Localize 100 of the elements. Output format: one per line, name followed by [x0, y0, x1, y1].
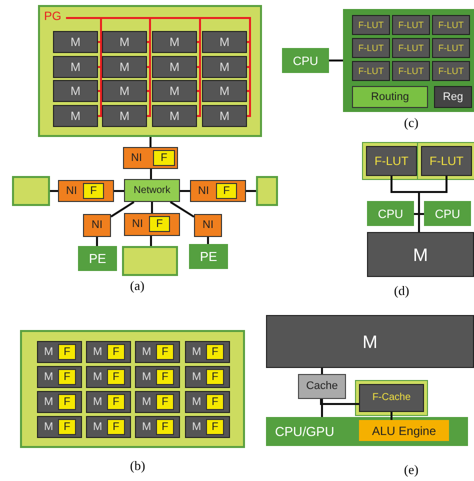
panel-label: (a) [130, 278, 144, 294]
block-label: M [142, 396, 152, 408]
routing-block: Routing [352, 86, 428, 108]
f-lut-block: F-LUT [432, 38, 470, 58]
block-label: M [142, 372, 152, 382]
block-label: M [192, 422, 202, 432]
f-block: F [156, 369, 174, 385]
connector-line [150, 236, 152, 246]
ni-block [190, 180, 246, 202]
memory-block [135, 416, 180, 438]
connector-line [170, 201, 195, 218]
block-label: M [44, 372, 54, 382]
ni-block [123, 147, 178, 169]
f-lut-block: F-LUT [392, 15, 430, 35]
f-block: F [83, 183, 104, 199]
cache-block: Cache [298, 374, 346, 399]
f-block: F [107, 419, 125, 435]
block-label: M [93, 396, 102, 408]
connector-line [50, 190, 58, 192]
connector-line [110, 201, 134, 218]
empty-block [122, 246, 178, 276]
ni-block [58, 180, 114, 202]
f-lut-block: F-LUT [352, 61, 390, 81]
connector-line [96, 237, 98, 246]
memory-block [37, 366, 82, 388]
f-lut-block: F-LUT [392, 61, 430, 81]
connector-line [114, 190, 124, 192]
f-block: F [58, 394, 76, 410]
cpu-block: CPU [424, 201, 471, 226]
cpu-block: CPU [282, 48, 329, 73]
memory-block: M [102, 56, 147, 78]
block-label: M [93, 422, 102, 432]
f-block: F [216, 183, 237, 199]
memory-block: M [102, 80, 147, 102]
cpu-block: CPU [367, 201, 414, 226]
memory-block [135, 391, 180, 413]
ni-block [124, 213, 180, 236]
memory-block [37, 341, 82, 363]
empty-block [12, 176, 50, 206]
f-block: F [206, 344, 224, 360]
f-block: F [156, 394, 174, 410]
block-label: M [44, 346, 54, 358]
connector-line [418, 213, 424, 232]
panel-label: (b) [130, 458, 146, 474]
pe-block: PE [78, 246, 117, 271]
memory-block: M [102, 105, 147, 127]
f-lut-block: F-LUT [432, 15, 470, 35]
memory-block [185, 366, 230, 388]
connector-line [246, 190, 256, 192]
panel-label: (c) [404, 115, 418, 131]
f-block: F [206, 394, 224, 410]
connector-line [390, 412, 392, 420]
reg-block: Reg [434, 86, 472, 108]
pe-block: PE [189, 244, 228, 269]
f-block: F [156, 344, 174, 360]
block-label: PG [44, 10, 62, 22]
memory-block: M [202, 56, 247, 78]
block-label: CPU/GPU [275, 425, 334, 438]
memory-block [86, 391, 131, 413]
connector-line [320, 399, 359, 405]
connector-line [321, 368, 323, 374]
memory-block: M [202, 105, 247, 127]
cpu-gpu-band [266, 417, 468, 446]
memory-block: M [152, 80, 197, 102]
bus-line [66, 17, 251, 117]
group-panel [38, 5, 262, 137]
connector-line [150, 169, 152, 179]
memory-block: M [53, 80, 98, 102]
memory-block [86, 416, 131, 438]
connector-line [180, 190, 190, 192]
memory-block: M [53, 105, 98, 127]
connector-line [150, 137, 152, 147]
f-block: F [153, 150, 175, 166]
memory-block [185, 341, 230, 363]
f-block: F [107, 369, 125, 385]
memory-block [86, 341, 131, 363]
memory-block: M [367, 232, 474, 277]
panel-label: (e) [404, 462, 418, 478]
memory-block: M [152, 105, 197, 127]
block-label: M [192, 346, 202, 358]
memory-block: M [202, 31, 247, 53]
block-label: NI [198, 186, 209, 196]
memory-block: M [152, 56, 197, 78]
memory-block: M [53, 56, 98, 78]
block-label: M [93, 346, 102, 358]
block-label: M [44, 396, 54, 408]
block-label: M [93, 372, 102, 382]
block-label: M [142, 346, 152, 358]
memory-block: M [102, 31, 147, 53]
block-label: NI [66, 186, 77, 196]
array-panel [20, 330, 245, 448]
block-label: NI [132, 219, 143, 230]
memory-block: M [152, 31, 197, 53]
f-block: F [107, 394, 125, 410]
f-block: F [149, 216, 170, 232]
f-lut-block: F-LUT [432, 61, 470, 81]
block-label: NI [131, 152, 142, 164]
memory-block [135, 341, 180, 363]
memory-block [86, 366, 131, 388]
block-label: M [192, 396, 202, 408]
